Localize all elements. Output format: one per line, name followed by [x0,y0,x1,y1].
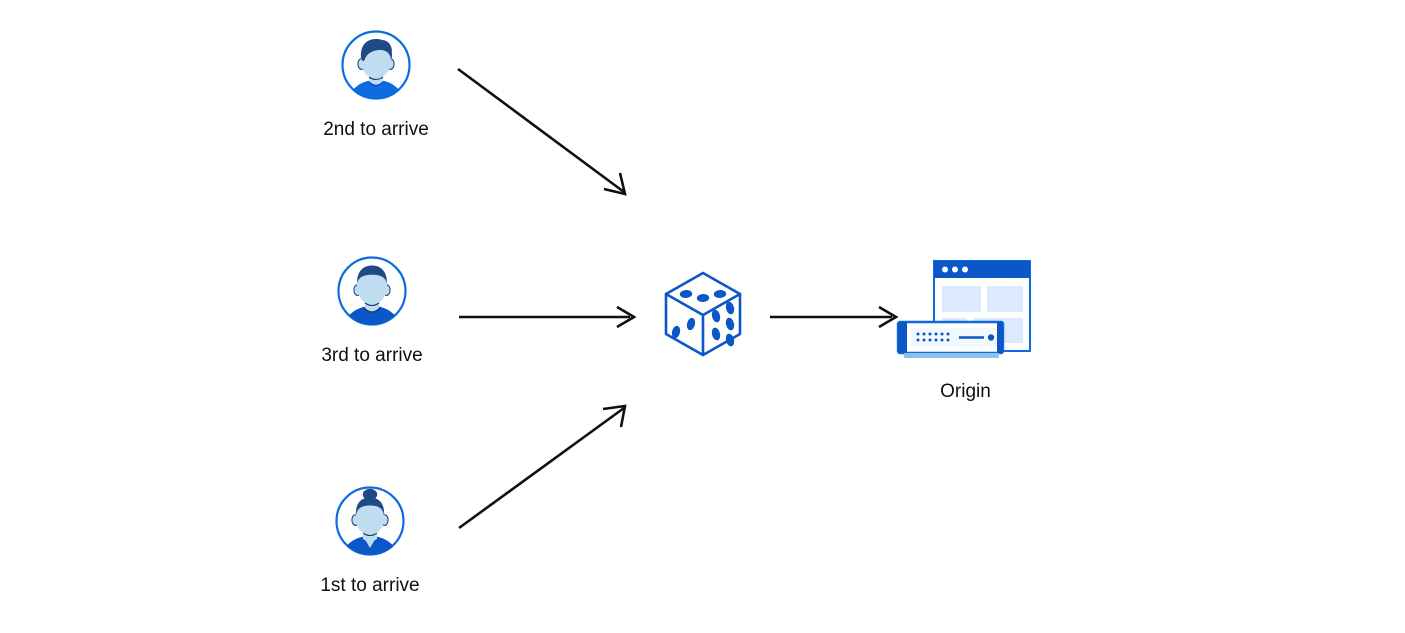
arrow-dice-to-origin [770,305,899,329]
user-avatar-icon [333,484,407,558]
node-label-user-1st: 1st to arrive [320,575,420,596]
node-user-1st: 1st to arrive [298,484,442,598]
node-origin: Origin [893,258,1038,404]
node-user-2nd: 2nd to arrive [304,28,448,142]
node-label-origin: Origin [940,381,991,402]
origin-server-icon [893,258,1038,366]
server-device-icon [896,320,1005,358]
arrow-3rd-to-dice [459,305,637,329]
user-avatar-icon [335,254,409,328]
dice-icon [658,268,748,360]
arrow-1st-to-dice [458,404,627,530]
node-label-user-3rd: 3rd to arrive [321,345,423,366]
node-label-user-2nd: 2nd to arrive [323,119,429,140]
node-randomizer [657,268,749,360]
user-avatar-icon [339,28,413,102]
arrow-2nd-to-dice [457,67,627,196]
node-user-3rd: 3rd to arrive [300,254,444,368]
